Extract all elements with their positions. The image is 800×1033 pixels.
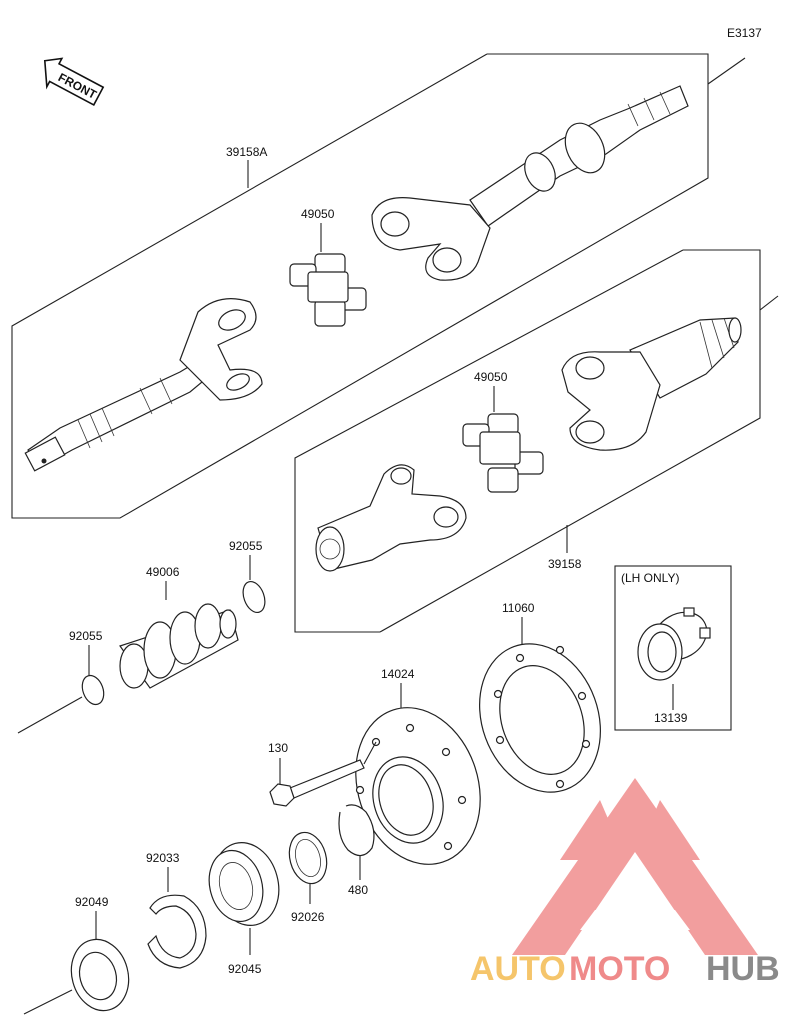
label-92055-lower: 92055 <box>69 629 103 643</box>
washer-92026 <box>288 831 328 885</box>
universal-joint-49050-top <box>289 253 367 327</box>
label-92033: 92033 <box>146 851 180 865</box>
assembly-box-39158A <box>11 53 709 519</box>
watermark-hub: HUB <box>706 950 780 988</box>
bearing-92045 <box>208 841 280 927</box>
snap-ring-92055-upper <box>242 580 266 614</box>
label-14024: 14024 <box>381 667 415 681</box>
circlip-480 <box>338 804 375 857</box>
label-130: 130 <box>268 741 288 755</box>
label-39158: 39158 <box>548 557 582 571</box>
housing-14024 <box>355 707 481 865</box>
shaft-39158A <box>24 298 263 472</box>
label-92045: 92045 <box>228 962 262 976</box>
label-13139: 13139 <box>654 711 688 725</box>
watermark-text: AUTO MOTO HUB <box>470 950 780 988</box>
boot-49006 <box>119 603 239 689</box>
label-49050-mid: 49050 <box>474 370 508 384</box>
snap-ring-92033 <box>147 894 207 969</box>
lh-only-box <box>614 565 732 731</box>
label-480: 480 <box>348 883 368 897</box>
bolt-130 <box>269 759 365 807</box>
oil-seal-92049 <box>70 938 130 1012</box>
label-49006: 49006 <box>146 565 180 579</box>
snap-ring-92055-lower <box>81 674 105 706</box>
diagram-code: E3137 <box>727 26 762 40</box>
label-92055-upper: 92055 <box>229 539 263 553</box>
label-49050-top: 49050 <box>301 207 335 221</box>
coupling-13139 <box>637 607 711 681</box>
lh-only-label: (LH ONLY) <box>621 571 679 585</box>
shaft-39158A-upper <box>371 85 689 281</box>
watermark-moto: MOTO <box>569 950 670 988</box>
label-39158A: 39158A <box>226 145 267 159</box>
label-11060: 11060 <box>502 601 535 615</box>
universal-joint-49050-mid <box>462 413 544 493</box>
watermark-logo <box>512 778 758 955</box>
shaft-39158-upper <box>561 317 742 451</box>
shaft-39158-lower <box>315 464 467 572</box>
front-arrow-icon: FRONT <box>43 57 105 106</box>
label-92049: 92049 <box>75 895 109 909</box>
assembly-box-39158 <box>294 249 761 633</box>
watermark-auto: AUTO <box>470 950 566 988</box>
label-92026: 92026 <box>291 910 325 924</box>
gasket-11060 <box>479 643 601 793</box>
